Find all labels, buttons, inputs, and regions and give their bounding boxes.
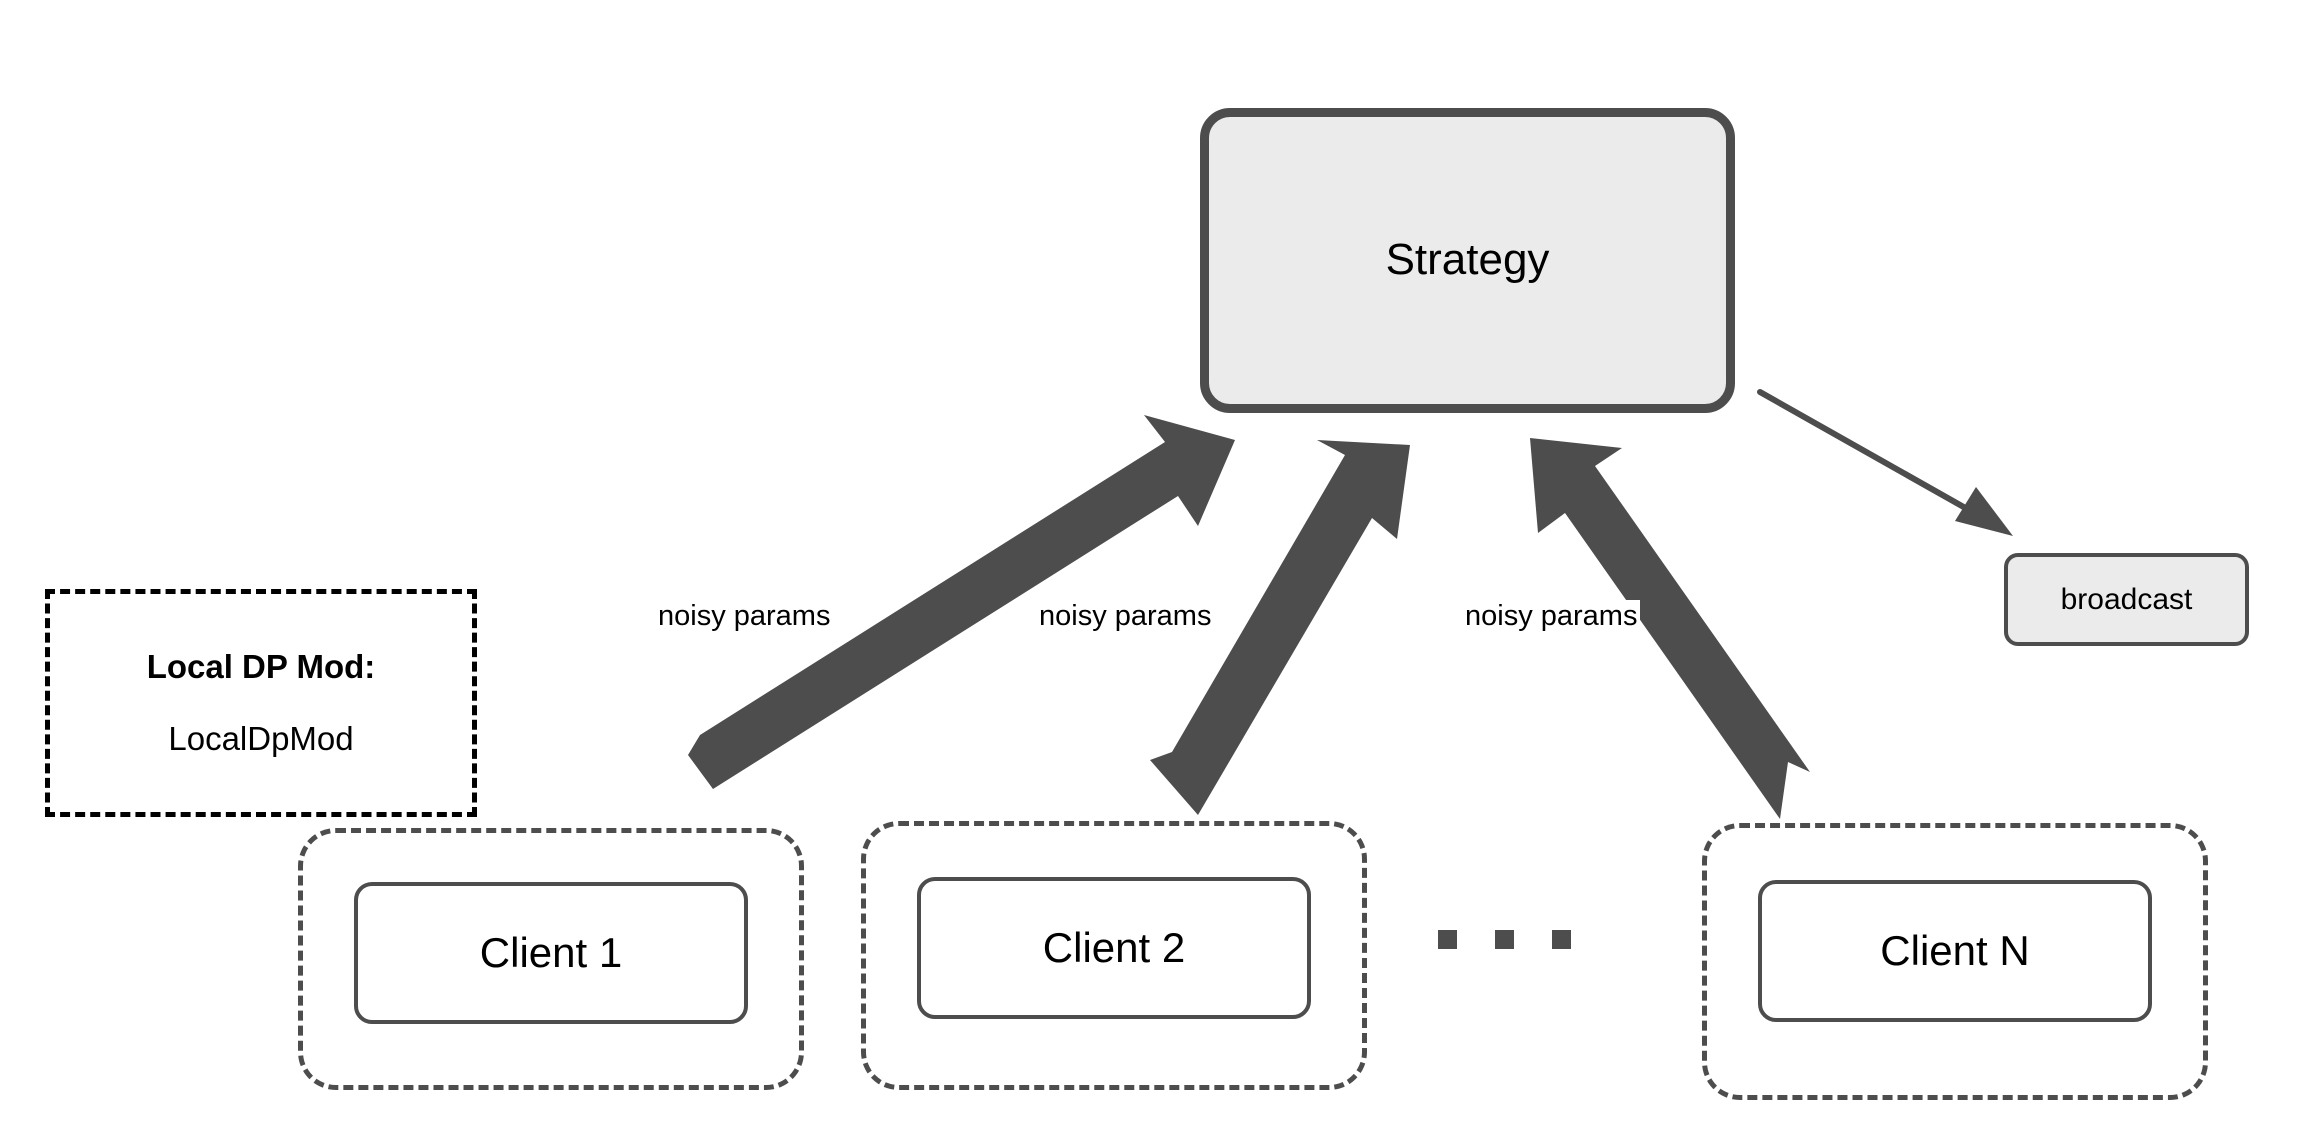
ellipsis-dot-1	[1438, 930, 1457, 949]
client-group-n[interactable]: Client N	[1702, 823, 2208, 1100]
ellipsis-icon	[1438, 930, 1571, 949]
strategy-node-label: Strategy	[1385, 235, 1550, 285]
ellipsis-dot-2	[1495, 930, 1514, 949]
client-box-2[interactable]: Client 2	[917, 876, 1311, 1019]
broadcast-node-label: broadcast	[2060, 582, 2193, 616]
client-2-label: Client 2	[1042, 923, 1186, 971]
ellipsis-dot-3	[1552, 930, 1571, 949]
client-group-1[interactable]: Client 1	[298, 828, 804, 1090]
local-dp-mod-node[interactable]: Local DP Mod: LocalDpMod	[45, 589, 477, 817]
client-n-label: Client N	[1880, 926, 2030, 974]
edge-label-noisy-params-1: noisy params	[655, 600, 834, 633]
edge-label-noisy-params-2: noisy params	[1036, 600, 1215, 633]
strategy-node[interactable]: Strategy	[1200, 108, 1735, 413]
client-group-2[interactable]: Client 2	[861, 821, 1367, 1090]
edge-strategy-broadcast	[1757, 389, 2013, 536]
client-box-n[interactable]: Client N	[1758, 879, 2152, 1022]
broadcast-node[interactable]: broadcast	[2004, 553, 2249, 646]
client-1-label: Client 1	[479, 929, 623, 976]
local-dp-mod-title: Local DP Mod:	[146, 648, 376, 685]
client-box-1[interactable]: Client 1	[354, 882, 748, 1024]
edge-label-noisy-params-3: noisy params	[1462, 600, 1641, 633]
local-dp-mod-value: LocalDpMod	[168, 720, 354, 757]
